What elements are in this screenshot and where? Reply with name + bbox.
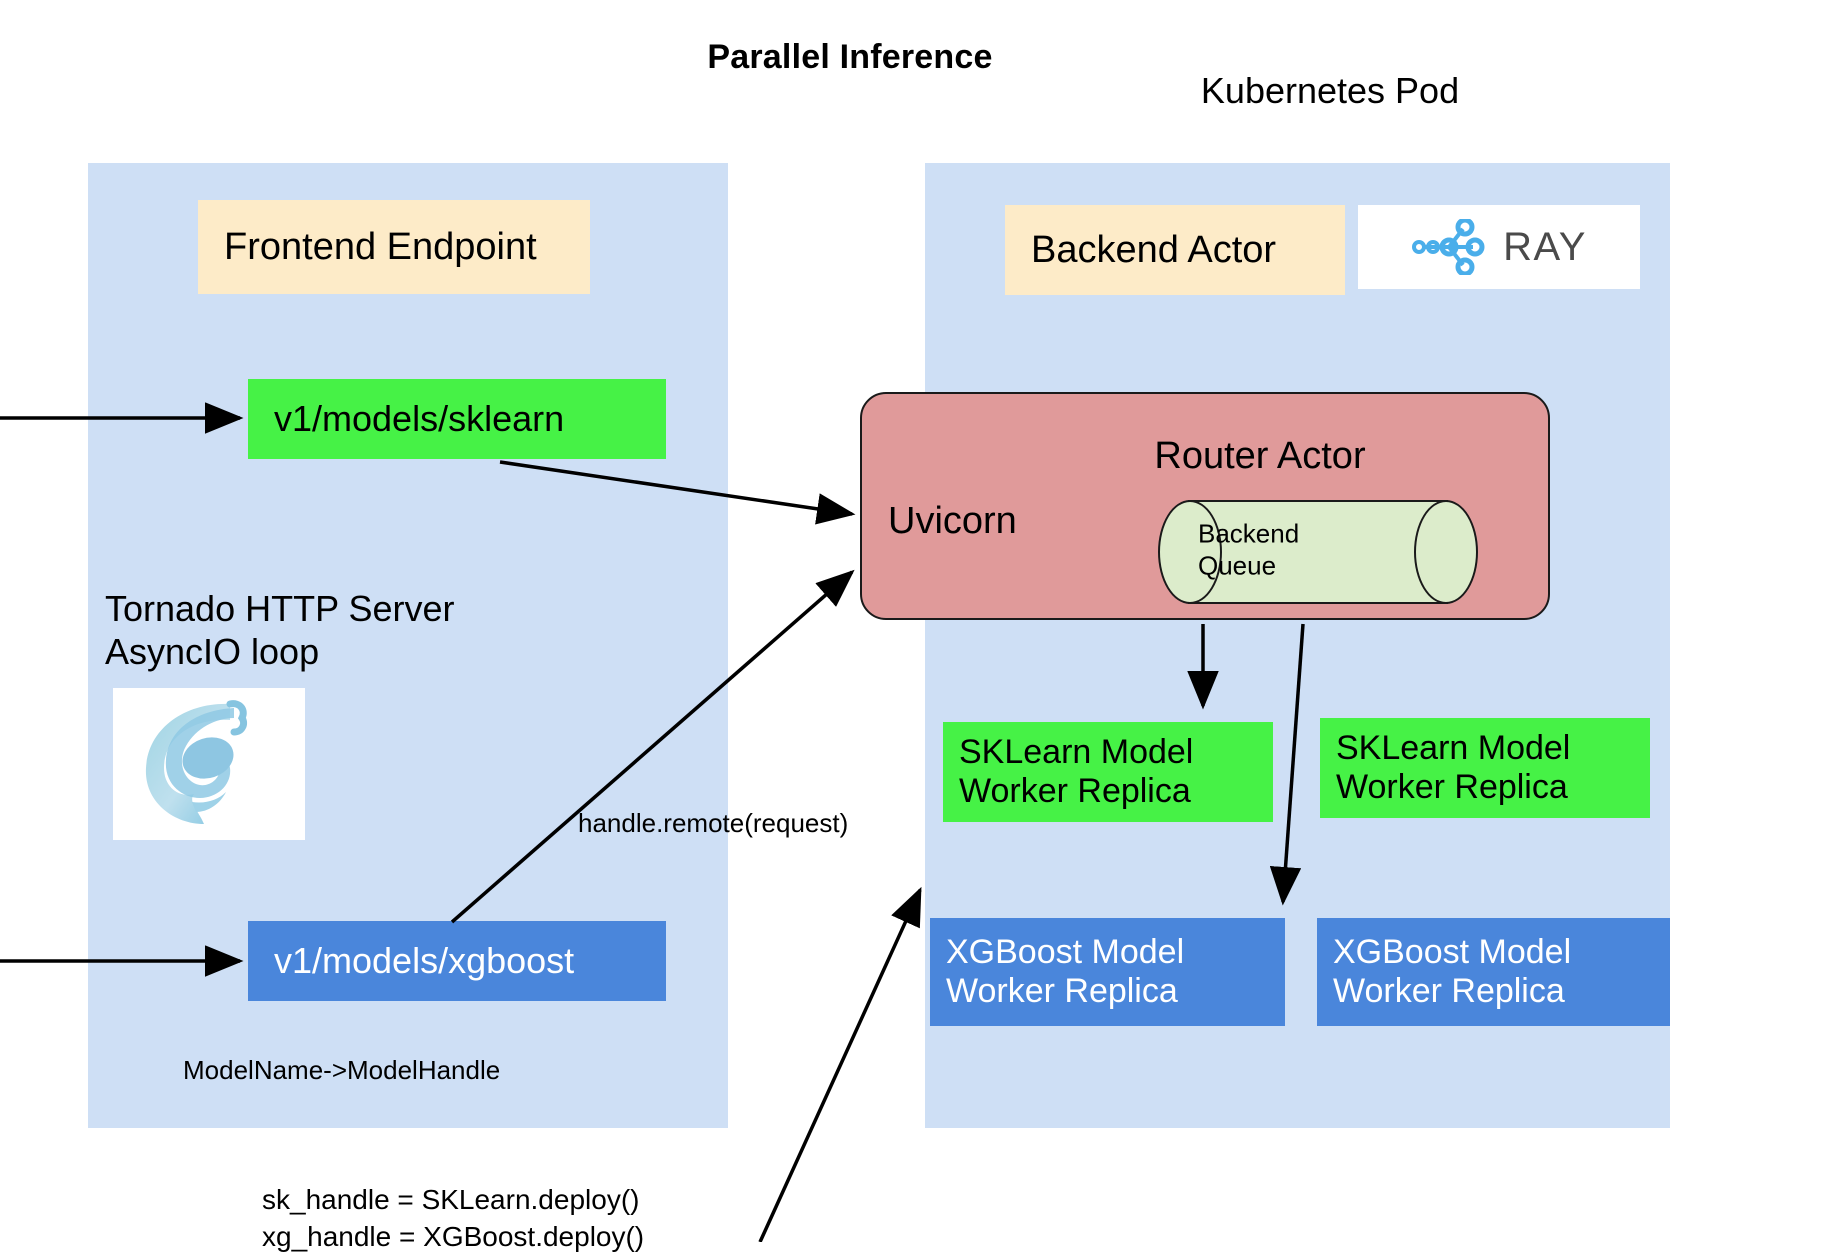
- replica-line1: XGBoost Model: [1333, 932, 1572, 971]
- backend-queue-label: Backend Queue: [1198, 518, 1368, 581]
- tornado-server-caption: Tornado HTTP Server AsyncIO loop: [105, 587, 575, 673]
- backend-queue-line1: Backend: [1198, 518, 1300, 549]
- queue-cap-right: [1414, 500, 1478, 604]
- sklearn-replica-1[interactable]: SKLearn Model Worker Replica: [943, 722, 1273, 822]
- endpoint-sklearn-label: v1/models/sklearn: [274, 398, 565, 439]
- tornado-caption-line2: AsyncIO loop: [105, 631, 320, 673]
- replica-line2: Worker Replica: [946, 972, 1178, 1010]
- backend-queue-cylinder: Backend Queue: [1158, 500, 1478, 604]
- backend-actor-box[interactable]: Backend Actor: [1005, 205, 1345, 295]
- xgboost-replica-2[interactable]: XGBoost Model Worker Replica: [1317, 918, 1670, 1026]
- endpoint-xgboost-box[interactable]: v1/models/xgboost: [248, 921, 666, 1001]
- tornado-logo: [113, 688, 305, 840]
- page-title: Parallel Inference: [707, 38, 993, 76]
- ray-logo: RAY: [1358, 205, 1640, 289]
- endpoint-sklearn-box[interactable]: v1/models/sklearn: [248, 379, 666, 459]
- xgboost-replica-1-label: XGBoost Model Worker Replica: [946, 933, 1269, 1012]
- router-actor-label: Router Actor: [1154, 435, 1366, 477]
- deploy-code-annotation: sk_handle = SKLearn.deploy() xg_handle =…: [262, 1184, 645, 1252]
- frontend-endpoint-box[interactable]: Frontend Endpoint: [198, 200, 590, 294]
- ray-nodes-icon: [1412, 219, 1485, 275]
- replica-line2: Worker Replica: [1336, 768, 1568, 806]
- kubernetes-pod-title: Kubernetes Pod: [1200, 70, 1460, 111]
- queue-body: [1188, 500, 1448, 604]
- xgboost-replica-1[interactable]: XGBoost Model Worker Replica: [930, 918, 1285, 1026]
- replica-line1: SKLearn Model: [1336, 728, 1571, 767]
- backend-actor-label: Backend Actor: [1031, 228, 1277, 271]
- queue-cap-left: [1158, 500, 1222, 604]
- ray-logo-text: RAY: [1503, 224, 1587, 269]
- replica-line2: Worker Replica: [959, 772, 1191, 810]
- tornado-swirl-icon: [145, 700, 248, 824]
- replica-line2: Worker Replica: [1333, 972, 1565, 1010]
- model-name-mapping-note: ModelName->ModelHandle: [183, 1055, 501, 1085]
- replica-line1: SKLearn Model: [959, 732, 1194, 771]
- sklearn-replica-1-label: SKLearn Model Worker Replica: [959, 733, 1257, 812]
- replica-line1: XGBoost Model: [946, 932, 1185, 971]
- tornado-caption-line1: Tornado HTTP Server: [105, 588, 455, 629]
- frontend-endpoint-label: Frontend Endpoint: [224, 225, 537, 268]
- handle-remote-annotation: handle.remote(request): [578, 808, 849, 838]
- uvicorn-label: Uvicorn: [888, 500, 1017, 542]
- backend-queue-line2: Queue: [1198, 550, 1277, 580]
- arrow-deploy-to-pod: [758, 886, 922, 1242]
- endpoint-xgboost-label: v1/models/xgboost: [274, 940, 575, 981]
- sklearn-replica-2-label: SKLearn Model Worker Replica: [1336, 729, 1634, 808]
- sklearn-replica-2[interactable]: SKLearn Model Worker Replica: [1320, 718, 1650, 818]
- xgboost-replica-2-label: XGBoost Model Worker Replica: [1333, 933, 1654, 1012]
